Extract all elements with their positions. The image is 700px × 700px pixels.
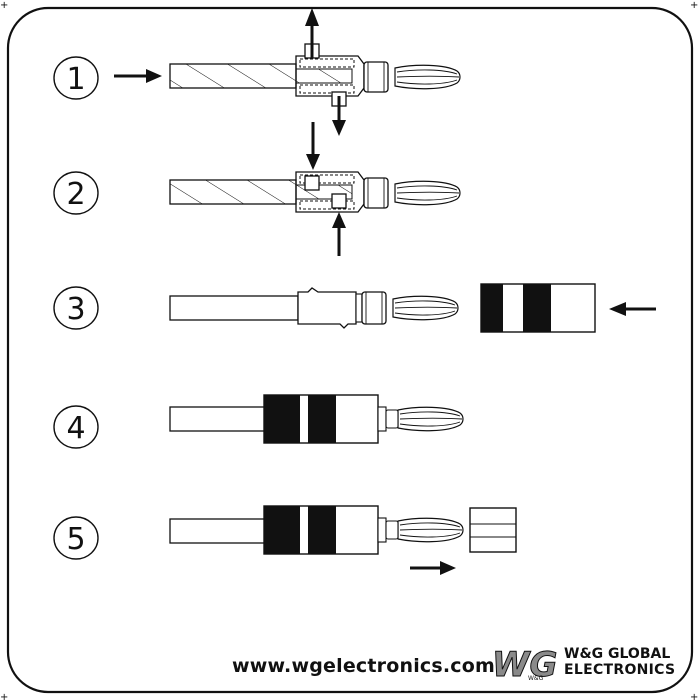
step-label-5: 5 — [66, 522, 85, 557]
step-badge-3: 3 — [53, 286, 99, 330]
step-badge-4: 4 — [53, 405, 99, 449]
step-label-3: 3 — [66, 292, 85, 327]
step-label-1: 1 — [66, 62, 85, 97]
brand-line-2: ELECTRONICS — [564, 662, 676, 678]
step-badge-5: 5 — [53, 516, 99, 560]
brand-line-1: W&G GLOBAL — [564, 646, 671, 662]
svg-text:+: + — [0, 692, 8, 700]
arrow-up-icon — [332, 212, 346, 256]
step-1-illustration — [114, 8, 461, 136]
protective-cap — [469, 507, 517, 553]
step-badge-1: 1 — [53, 56, 99, 100]
svg-text:+: + — [690, 692, 698, 700]
step-3-illustration — [169, 283, 656, 333]
step-label-2: 2 — [66, 177, 85, 212]
arrow-left-icon — [609, 302, 656, 316]
arrow-right-icon — [410, 561, 456, 575]
arrow-right-icon — [114, 69, 162, 83]
svg-text:+: + — [690, 0, 698, 11]
svg-text:WG: WG — [492, 645, 557, 685]
arrow-down-icon — [306, 122, 320, 170]
arrow-down-icon — [332, 96, 346, 136]
step-5-illustration — [169, 505, 517, 575]
arrow-up-icon — [305, 8, 319, 58]
website-url[interactable]: www.wgelectronics.com — [232, 655, 496, 677]
svg-text:+: + — [0, 0, 8, 11]
insulating-sleeve — [480, 283, 596, 333]
svg-text:W&G: W&G — [528, 675, 544, 682]
brand-name: W&G GLOBAL ELECTRONICS — [564, 646, 675, 678]
wg-logo-icon: WG W&G — [490, 645, 560, 686]
step-4-illustration — [169, 394, 464, 444]
step-badge-2: 2 — [53, 171, 99, 215]
step-2-illustration — [169, 122, 461, 256]
step-label-4: 4 — [66, 411, 85, 446]
